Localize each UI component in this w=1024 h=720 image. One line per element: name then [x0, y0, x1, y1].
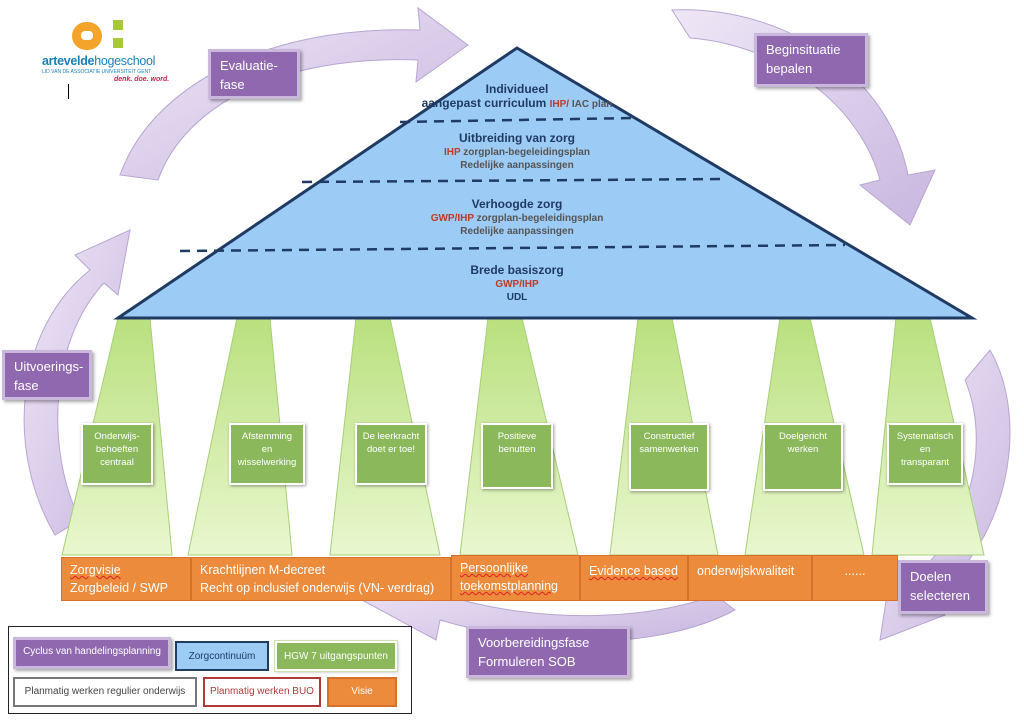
tier-individueel: Individueel aangepast curriculum IHP/ IA… [400, 82, 634, 110]
logo-subtitle: LID VAN DE ASSOCIATIE UNIVERSITEIT GENT [42, 69, 152, 75]
legend-zorgcontinuum: Zorgcontinuüm [175, 641, 269, 671]
tier-individueel-title: Individueel [485, 82, 549, 96]
tier-verhoogde: Verhoogde zorg GWP/IHP zorgplan-begeleid… [390, 196, 644, 238]
arrow-right-down [879, 349, 1011, 641]
arrow-left-up [23, 229, 131, 536]
tier-verhoogde-title: Verhoogde zorg [471, 197, 563, 211]
logo-name: arteveldehogeschool [42, 54, 156, 68]
base-persoonlijke: Persoonlijke toekomstplanning [451, 555, 580, 601]
artevelde-logo: arteveldehogeschool LID VAN DE ASSOCIATI… [42, 16, 172, 88]
triangle-dividers [179, 116, 846, 253]
tier-brede: Brede basiszorg GWP/IHP UDL [420, 262, 614, 304]
base-evidence: Evidence based [580, 555, 688, 601]
logo-mark-icon [72, 20, 123, 50]
zorgcontinuum-triangle [113, 46, 978, 320]
base-kwaliteit: onderwijskwaliteit [688, 555, 812, 601]
logo-tagline: denk. doe. word. [114, 76, 170, 83]
phase-uitvoering: Uitvoerings-fase [2, 350, 92, 400]
text-cursor [68, 84, 69, 99]
arrow-evaluatie-to-top [119, 6, 469, 181]
legend-regulier: Planmatig werken regulier onderwijs [13, 677, 197, 707]
legend: Cyclus van handelingsplanning Zorgcontin… [8, 626, 412, 714]
legend-buo: Planmatig werken BUO [203, 677, 321, 707]
base-krachtlijnen: Krachtlijnen M-decreet Recht op inclusie… [191, 557, 451, 601]
tier-uitbreiding: Uitbreiding van zorg IHP zorgplan-begele… [400, 130, 634, 172]
base-dots: ...... [812, 555, 898, 601]
legend-hgw: HGW 7 uitgangspunten [274, 640, 398, 672]
phase-evaluatie: Evaluatie-fase [208, 49, 300, 99]
tier-uitbreiding-title: Uitbreiding van zorg [458, 131, 575, 145]
legend-cyclus: Cyclus van handelingsplanning [13, 637, 171, 669]
base-zorgvisie: Zorgvisie Zorgbeleid / SWP [61, 557, 191, 601]
tier-brede-title: Brede basiszorg [470, 263, 564, 277]
legend-visie: Visie [327, 677, 397, 707]
